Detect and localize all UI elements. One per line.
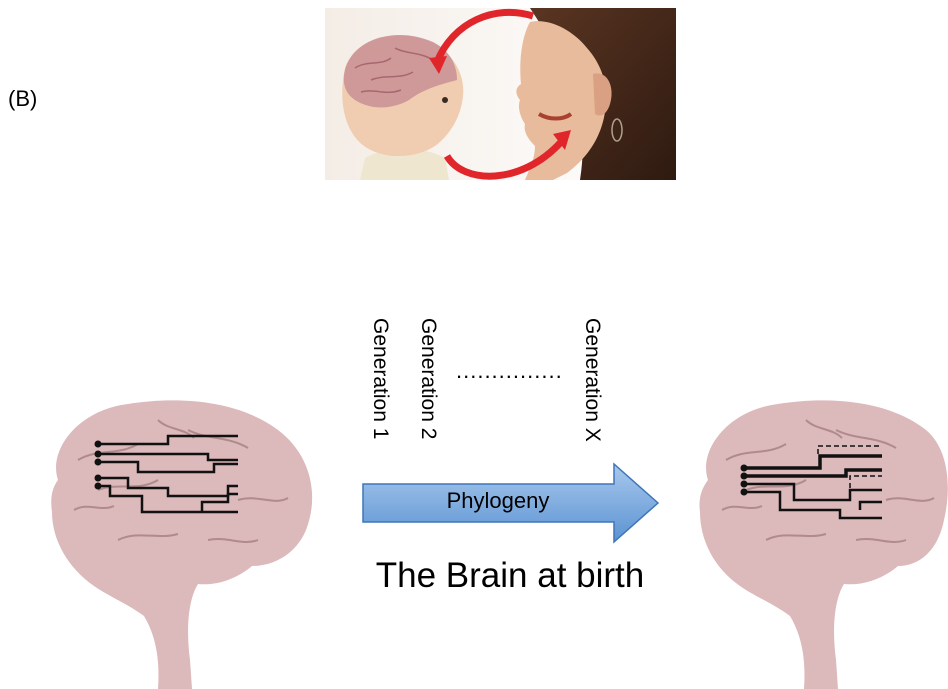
baby-mother-photo (325, 8, 676, 180)
generation-2-label: Generation 2 (418, 318, 439, 439)
brain-left (38, 390, 318, 689)
brain-right (690, 390, 948, 689)
generation-ellipsis: ............... (456, 358, 563, 384)
brain-icon (51, 400, 312, 689)
brain-icon (699, 400, 947, 689)
phylogeny-label: Phylogeny (362, 488, 634, 514)
caption: The Brain at birth (345, 556, 675, 596)
generation-1-label: Generation 1 (370, 318, 391, 439)
panel-label: (B) (8, 86, 37, 112)
generation-x-label: Generation X (582, 318, 603, 442)
